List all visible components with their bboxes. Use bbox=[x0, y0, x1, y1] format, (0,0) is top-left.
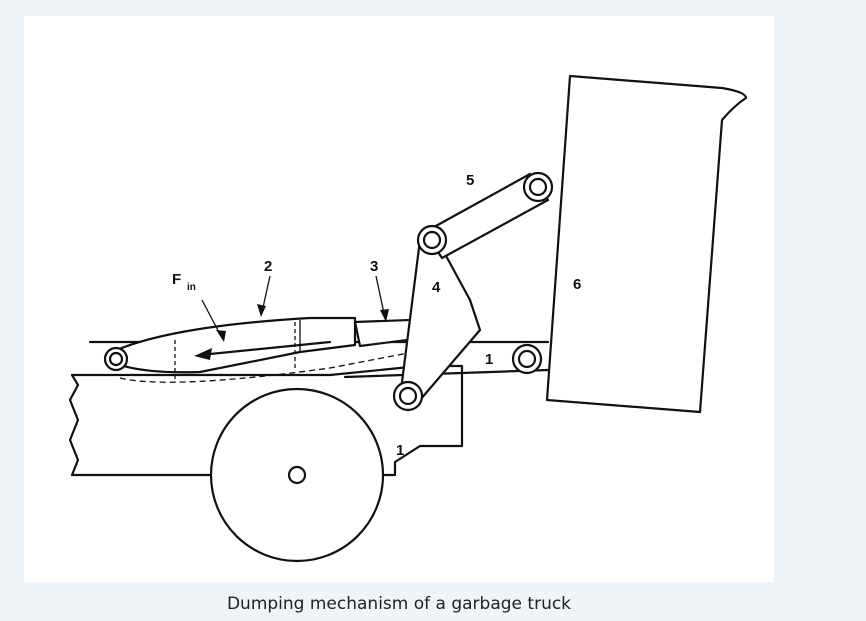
force-label: F bbox=[172, 271, 181, 288]
label-6: 6 bbox=[573, 276, 581, 293]
pivot-link-4-frame bbox=[392, 380, 424, 412]
label-1-pivot: 1 bbox=[485, 351, 493, 368]
mechanism-drawing: F in 2 3 4 5 6 1 1 bbox=[68, 74, 748, 563]
force-arrow-head bbox=[194, 348, 212, 360]
garbage-bin bbox=[545, 74, 748, 414]
pivot-link-4-5 bbox=[416, 224, 448, 256]
force-arrow-shaft bbox=[198, 340, 332, 357]
pivot-cylinder-base bbox=[103, 346, 129, 372]
force-subscript: in bbox=[187, 282, 196, 293]
label-1-frame: 1 bbox=[396, 442, 404, 459]
label-2: 2 bbox=[264, 258, 272, 275]
pivot-bin-lower bbox=[511, 343, 543, 375]
frame-rail-bottom bbox=[343, 368, 550, 379]
truck-wheel bbox=[209, 387, 385, 563]
label-4: 4 bbox=[432, 279, 441, 296]
label-3: 3 bbox=[370, 258, 378, 275]
wheel-hub bbox=[287, 465, 307, 485]
label-5: 5 bbox=[466, 172, 474, 189]
ghost-outline bbox=[119, 344, 451, 383]
pivot-bin-upper bbox=[522, 171, 554, 203]
figure-caption: Dumping mechanism of a garbage truck bbox=[226, 594, 572, 614]
diagram-panel: F in 2 3 4 5 6 1 1 bbox=[24, 16, 774, 582]
hydraulic-cylinder bbox=[110, 316, 357, 374]
